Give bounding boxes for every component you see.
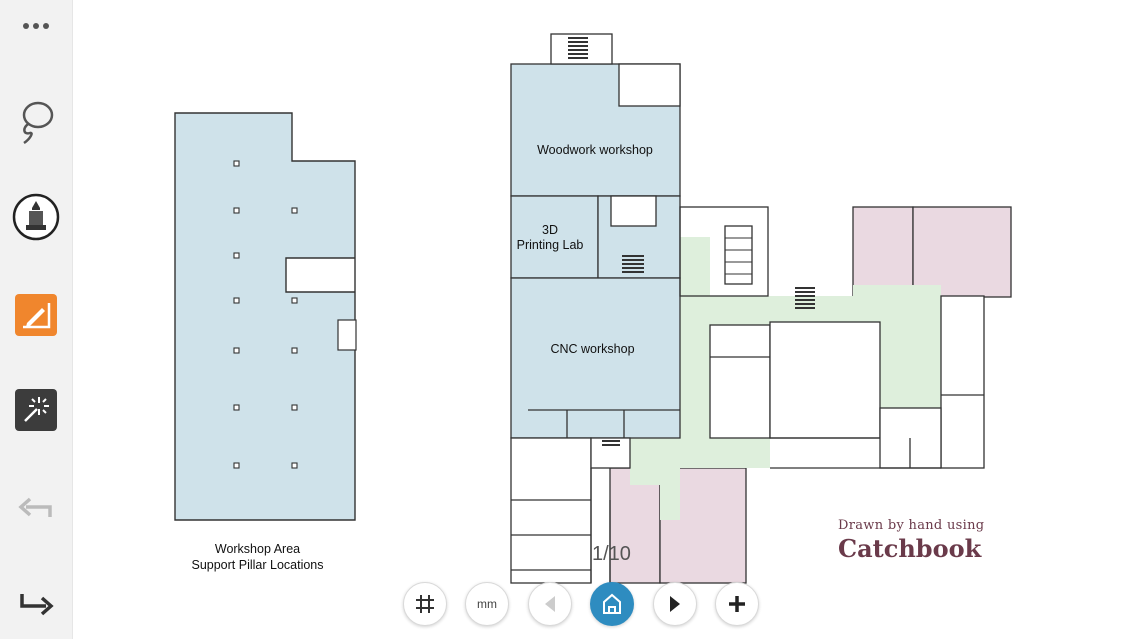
units-label: mm — [477, 597, 497, 611]
plan-caption-line1: Workshop Area — [214, 542, 301, 556]
draw-room-icon — [15, 294, 57, 336]
support-pillars — [233, 160, 298, 469]
page-indicator: 1/10 — [592, 543, 631, 565]
room-label-3d-line1: 3D — [542, 223, 558, 237]
stamp-tool-button[interactable] — [11, 192, 61, 242]
tool-sidebar — [0, 0, 73, 639]
redo-button[interactable] — [11, 578, 61, 628]
lasso-icon — [22, 101, 54, 145]
branding-name: Catchbook — [838, 534, 982, 563]
more-icon — [23, 23, 49, 29]
room-pink-top-left — [852, 206, 914, 298]
next-page-button[interactable] — [653, 582, 697, 626]
room-label-cnc: CNC workshop — [550, 342, 635, 356]
stamp-icon — [12, 193, 60, 241]
home-button[interactable] — [590, 582, 634, 626]
more-options-button[interactable] — [11, 1, 61, 51]
room-label-woodwork: Woodwork workshop — [537, 143, 653, 157]
previous-icon — [545, 596, 555, 612]
lasso-tool-button[interactable] — [11, 97, 61, 147]
grid-toggle-button[interactable] — [403, 582, 447, 626]
undo-button[interactable] — [11, 483, 61, 533]
undo-icon — [18, 497, 52, 517]
add-page-button[interactable] — [715, 582, 759, 626]
draw-room-tool-button[interactable] — [11, 290, 61, 340]
units-button[interactable]: mm — [465, 582, 509, 626]
magic-tool-button[interactable] — [11, 385, 61, 435]
branding-tagline: Drawn by hand using — [838, 518, 985, 533]
sparkle-icon — [15, 389, 57, 431]
home-icon — [603, 593, 621, 614]
support-pillar-plan — [174, 112, 357, 521]
room-label-3d-line2: Printing Lab — [516, 238, 584, 252]
building-floor-plan — [510, 33, 1012, 584]
previous-page-button[interactable] — [528, 582, 572, 626]
room-cnc-workshop — [510, 277, 681, 439]
corridor — [630, 237, 941, 520]
branding: Drawn by hand using Catchbook — [838, 518, 984, 563]
plus-icon — [729, 596, 745, 612]
room-3d-printing-lab — [510, 195, 599, 279]
workshop-area-outline — [174, 112, 356, 521]
redo-icon — [20, 594, 54, 616]
room-pink-top-right — [912, 206, 1012, 298]
plan-caption-line2: Support Pillar Locations — [191, 558, 324, 572]
next-icon — [670, 596, 680, 612]
grid-icon — [416, 595, 434, 613]
